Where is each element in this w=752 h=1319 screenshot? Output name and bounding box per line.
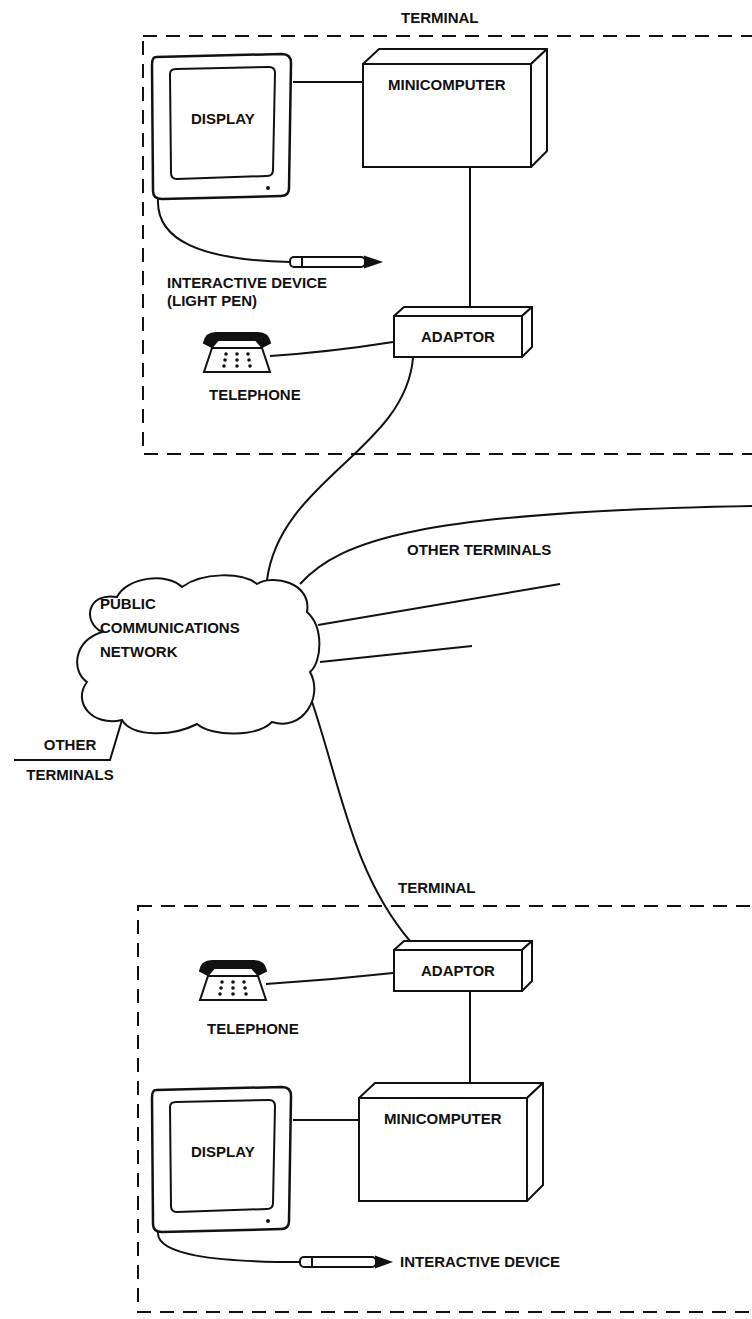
box-top-face xyxy=(394,307,532,316)
light-pen xyxy=(300,1257,390,1267)
display-label: DISPLAY xyxy=(191,1143,255,1161)
terminal-heading: TERMINAL xyxy=(398,9,482,27)
telephone-keypad xyxy=(222,352,252,368)
minicomputer-box: MINICOMPUTER xyxy=(358,1082,544,1202)
adaptor-box: ADAPTOR xyxy=(393,306,533,358)
box-front-face xyxy=(363,64,531,167)
monitor-screen xyxy=(170,67,275,179)
light-pen-cord xyxy=(158,1232,300,1262)
display-monitor: DISPLAY xyxy=(148,1085,293,1235)
cloud-shape xyxy=(77,575,319,733)
box-top-face xyxy=(394,941,532,950)
box-front-face xyxy=(394,316,522,357)
text-label: TELEPHONE xyxy=(205,1020,301,1038)
text-label: OTHER TERMINALS xyxy=(405,541,553,559)
box-side-face xyxy=(531,49,547,167)
box-label: ADAPTOR xyxy=(421,962,495,980)
telephone-body xyxy=(204,348,270,372)
telephone-body xyxy=(200,976,266,1000)
telephone-icon xyxy=(200,961,266,1000)
text-label: OTHER TERMINALS xyxy=(15,730,125,790)
monitor-casing xyxy=(152,1087,291,1232)
light-pen-body xyxy=(300,1257,376,1267)
box-side-face xyxy=(527,1083,543,1201)
light-pen-body xyxy=(290,257,365,267)
light-pen xyxy=(290,257,380,267)
minicomputer-box: MINICOMPUTER xyxy=(362,48,548,168)
connector-line xyxy=(469,168,471,306)
display-monitor: DISPLAY xyxy=(148,52,293,202)
network-line xyxy=(320,646,472,662)
connector-line xyxy=(308,690,410,941)
box-top-face xyxy=(363,49,547,64)
connector-line xyxy=(293,1119,358,1121)
cloud-label: PUBLIC COMMUNICATIONS NETWORK xyxy=(100,592,272,664)
dashed-outline xyxy=(143,36,752,454)
telephone-handset xyxy=(204,333,270,347)
box-front-face xyxy=(359,1098,527,1201)
monitor-casing xyxy=(152,54,291,199)
network-line xyxy=(14,506,752,760)
box-outline xyxy=(358,1082,544,1202)
monitor-screen xyxy=(170,1100,275,1212)
connector-line xyxy=(293,81,362,83)
box-top-face xyxy=(359,1083,543,1098)
network-cloud: PUBLIC COMMUNICATIONS NETWORK xyxy=(72,572,324,737)
light-pen-cord xyxy=(158,199,290,262)
telephone-keypad xyxy=(218,980,248,996)
light-pen-band xyxy=(301,257,303,267)
monitor-knob xyxy=(266,1219,270,1223)
light-pen-tip xyxy=(365,257,380,267)
telephone-cord xyxy=(266,973,393,984)
text-label: INTERACTIVE DEVICE xyxy=(398,1253,562,1271)
text-label: INTERACTIVE DEVICE (LIGHT PEN) xyxy=(165,274,337,310)
telephone-handset xyxy=(200,961,266,975)
network-line xyxy=(300,506,752,584)
light-pen-band xyxy=(311,1257,313,1267)
box-front-face xyxy=(394,950,522,991)
box-side-face xyxy=(522,941,532,991)
connector-line xyxy=(469,992,471,1082)
text-label: TELEPHONE xyxy=(207,386,303,404)
box-label: ADAPTOR xyxy=(421,328,495,346)
telephone-cord xyxy=(270,342,393,356)
box-outline xyxy=(362,48,548,168)
dashed-outline xyxy=(138,906,752,1312)
box-label: MINICOMPUTER xyxy=(384,1110,502,1128)
telephone-icon xyxy=(204,333,270,372)
monitor-knob xyxy=(266,186,270,190)
adaptor-box: ADAPTOR xyxy=(393,940,533,992)
terminal-boundary: TERMINALADAPTORDISPLAYMINICOMPUTER xyxy=(137,905,752,1313)
box-side-face xyxy=(522,307,532,357)
terminal-heading: TERMINAL xyxy=(395,879,479,897)
display-label: DISPLAY xyxy=(191,110,255,128)
network-line xyxy=(318,584,560,625)
box-label: MINICOMPUTER xyxy=(388,76,506,94)
light-pen-tip xyxy=(376,1257,390,1267)
